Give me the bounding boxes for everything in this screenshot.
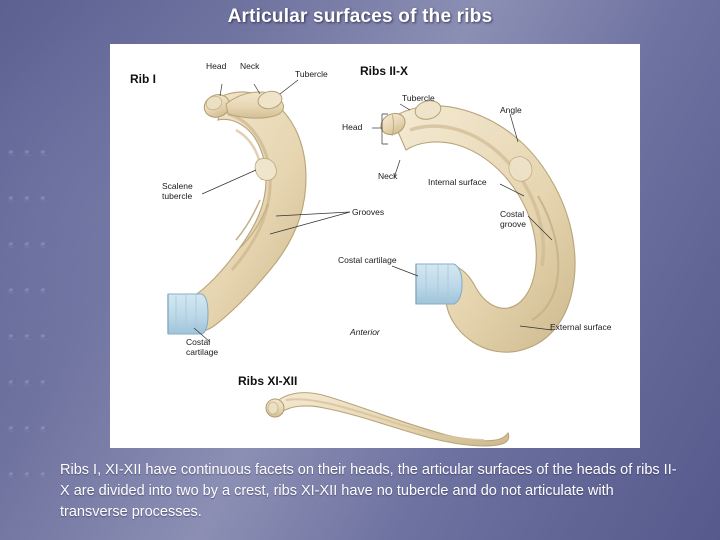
ribs-ii-x-drawing	[372, 100, 576, 353]
slide-caption: Ribs I, XI-XII have continuous facets on…	[60, 462, 677, 521]
anatomy-figure: Rib I Ribs II-X Ribs XI-XII Head Neck Tu…	[110, 44, 640, 448]
annotation-rib-i-scalene-tubercle-line1: Scalene	[162, 181, 193, 191]
annotation-ribs-ii-x-head: Head	[342, 122, 363, 132]
annotation-ribs-ii-x-neck: Neck	[378, 171, 398, 181]
annotation-ribs-ii-x-angle: Angle	[500, 105, 522, 115]
rib-i-drawing	[167, 79, 351, 343]
annotation-ribs-ii-x-costal-groove-line1: Costal	[500, 209, 525, 219]
annotation-rib-i-tubercle: Tubercle	[295, 69, 328, 79]
annotation-rib-i-grooves: Grooves	[352, 207, 385, 217]
annotation-ribs-ii-x-costal-groove-line2: groove	[500, 219, 526, 229]
annotation-ribs-ii-x-anterior: Anterior	[350, 327, 380, 337]
annotation-ribs-ii-x-costal-cartilage: Costal cartilage	[338, 255, 397, 265]
decorative-dots	[0, 0, 62, 540]
annotation-rib-i-scalene-tubercle-line2: tubercle	[162, 191, 193, 201]
annotation-rib-i-costal-cartilage-line1: Costal	[186, 337, 211, 347]
panel-label-rib-i: Rib I	[130, 72, 156, 86]
annotation-ribs-ii-x-external-surface: External surface	[550, 322, 612, 332]
panel-label-ribs-ii-x: Ribs II-X	[360, 64, 409, 78]
slide-title: Articular surfaces of the ribs	[227, 6, 493, 27]
annotation-ribs-ii-x-tubercle: Tubercle	[402, 93, 435, 103]
ribs-illustration	[167, 79, 576, 447]
annotation-rib-i-neck: Neck	[240, 61, 260, 71]
annotation-ribs-ii-x-internal-surface: Internal surface	[428, 177, 487, 187]
ribs-xi-xii-drawing	[265, 392, 510, 447]
panel-label-ribs-xi-xii: Ribs XI-XII	[238, 374, 298, 388]
annotation-rib-i-head: Head	[206, 61, 227, 71]
annotation-rib-i-costal-cartilage-line2: cartilage	[186, 347, 219, 357]
